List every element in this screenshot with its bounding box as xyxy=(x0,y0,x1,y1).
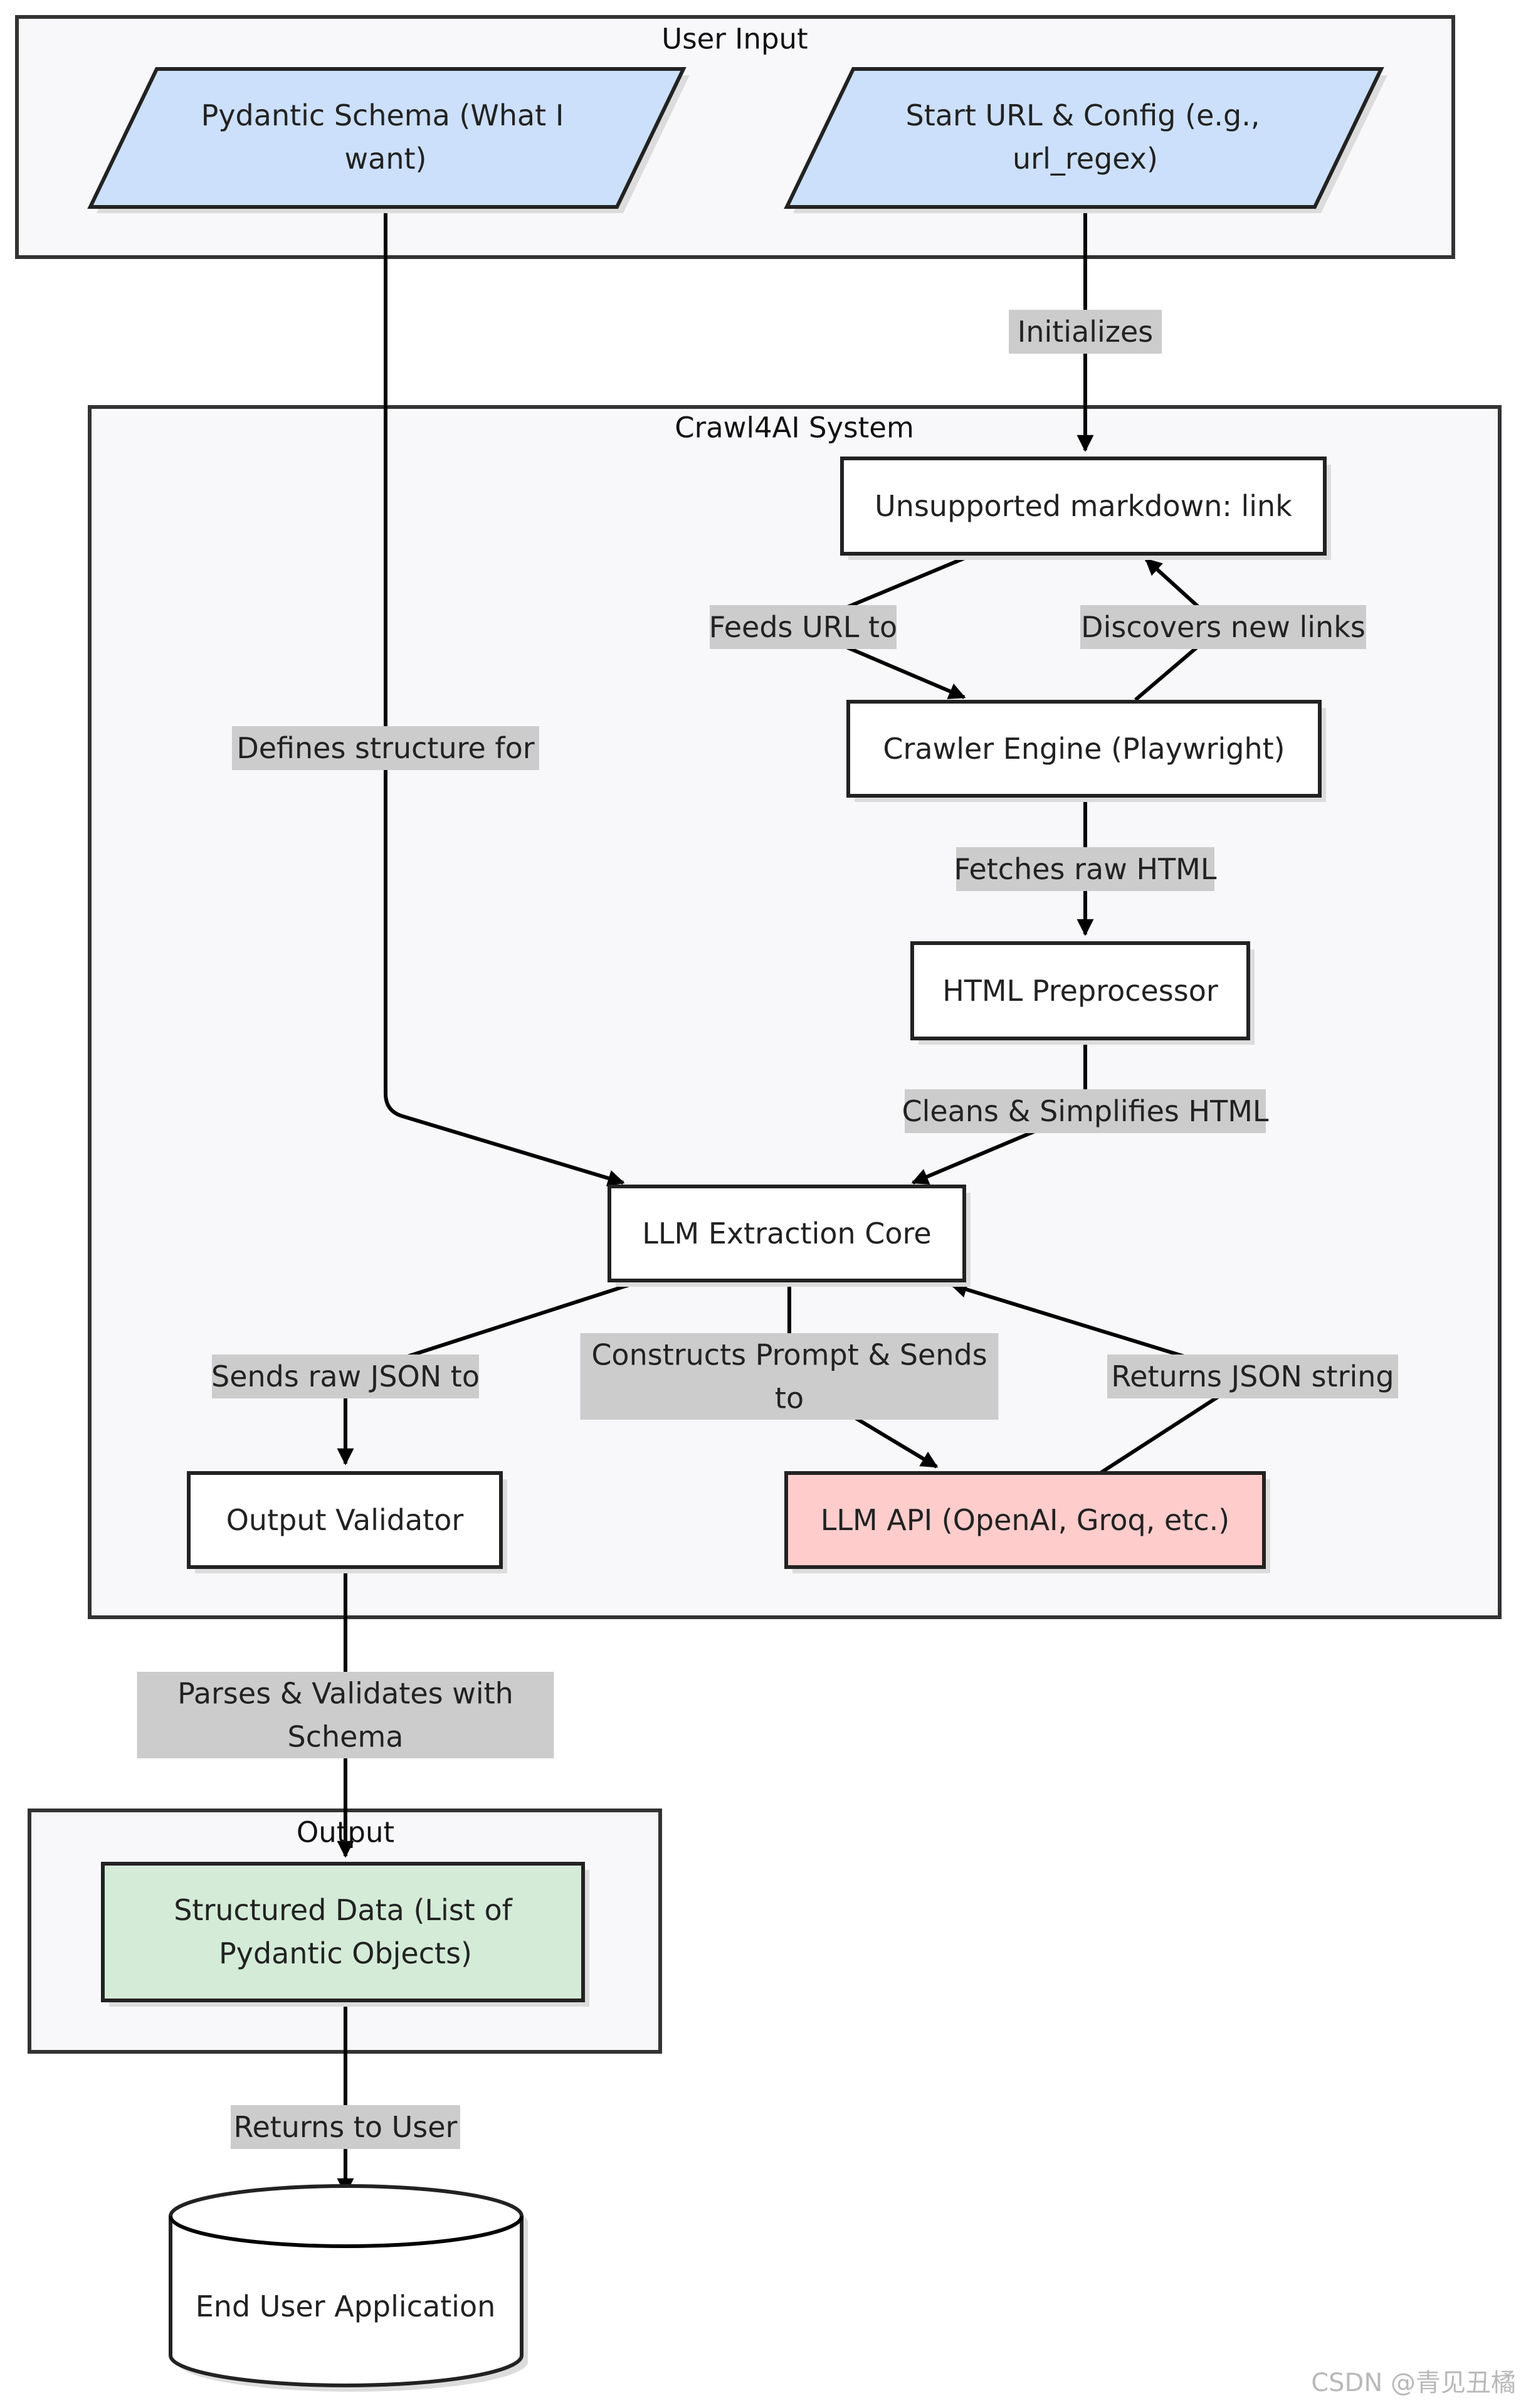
edge-label-text: Defines structure for xyxy=(236,731,534,765)
edge-label-feeds-url: Feeds URL to xyxy=(709,605,897,649)
edge-label-text: Sends raw JSON to xyxy=(211,1360,480,1393)
edge-label-text: to xyxy=(775,1381,804,1415)
node-markdown-link-label: Unsupported markdown: link xyxy=(875,489,1292,523)
node-start-url-line1: Start URL & Config (e.g., xyxy=(906,98,1260,132)
edge-label-background xyxy=(1107,1354,1398,1398)
node-markdown-link: Unsupported markdown: link xyxy=(840,457,1331,560)
node-llm-extraction-core-label: LLM Extraction Core xyxy=(642,1217,931,1250)
node-start-url: Start URL & Config (e.g., url_regex) xyxy=(784,67,1387,213)
node-html-preprocessor-label: HTML Preprocessor xyxy=(942,974,1218,1008)
cluster-crawl4ai-system: Crawl4AI System xyxy=(88,405,1502,1619)
node-structured-data: Structured Data (List of Pydantic Object… xyxy=(101,1862,589,2007)
edge-label-background xyxy=(1080,605,1366,649)
node-start-url-line2: url_regex) xyxy=(1013,142,1158,176)
node-html-preprocessor: HTML Preprocessor xyxy=(910,941,1255,1045)
edge-label-background xyxy=(956,847,1214,891)
edge-label-returns-json: Returns JSON string xyxy=(1107,1354,1398,1398)
edge-label-defines-structure: Defines structure for xyxy=(232,726,539,770)
edge-label-constructs-prompt: Constructs Prompt & Sends to xyxy=(580,1333,999,1420)
edge-label-cleans-html: Cleans & Simplifies HTML xyxy=(902,1089,1269,1133)
edge-label-text: Discovers new links xyxy=(1081,610,1366,644)
edge-label-text: Returns JSON string xyxy=(1111,1360,1394,1393)
edge-label-background xyxy=(905,1089,1266,1133)
edge-label-text: Cleans & Simplifies HTML xyxy=(902,1094,1268,1128)
edge-label-text: Initializes xyxy=(1018,315,1153,349)
node-layer: Pydantic Schema (What I want) Start URL … xyxy=(87,67,1387,2392)
node-pydantic-schema-line1: Pydantic Schema (What I xyxy=(201,98,564,132)
node-structured-data-line1: Structured Data (List of xyxy=(174,1893,513,1927)
edge-label-background xyxy=(137,1672,554,1758)
node-crawler-engine: Crawler Engine (Playwright) xyxy=(846,700,1326,802)
edge-defines-structure xyxy=(384,207,625,1186)
node-llm-api: LLM API (OpenAI, Groq, etc.) xyxy=(784,1471,1270,1573)
edge-label-layer: Initializes Feeds URL to Discovers new l… xyxy=(137,310,1398,2149)
edge-label-background xyxy=(580,1333,999,1420)
node-end-user-application: End User Application xyxy=(169,2184,528,2392)
node-end-user-application-label: End User Application xyxy=(196,2289,496,2323)
edge-label-discovers-links: Discovers new links xyxy=(1080,605,1366,649)
csdn-watermark: CSDN @青见丑橘 xyxy=(1311,2368,1516,2397)
edge-label-text: Returns to User xyxy=(234,2110,458,2144)
edge-label-text: Constructs Prompt & Sends xyxy=(591,1338,987,1372)
node-output-validator-label: Output Validator xyxy=(226,1503,464,1537)
edge-label-background xyxy=(232,726,539,770)
cluster-title-user-input: User Input xyxy=(661,23,808,56)
node-llm-extraction-core: LLM Extraction Core xyxy=(608,1185,971,1287)
cluster-title-output: Output xyxy=(297,1816,394,1849)
node-crawler-engine-label: Crawler Engine (Playwright) xyxy=(883,732,1285,766)
edge-label-background xyxy=(231,2105,460,2149)
edge-label-fetches-html: Fetches raw HTML xyxy=(954,847,1217,891)
edge-label-sends-raw-json: Sends raw JSON to xyxy=(211,1354,480,1398)
edge-label-background xyxy=(710,605,897,649)
edge-label-text: Fetches raw HTML xyxy=(954,852,1217,886)
edge-label-background xyxy=(212,1354,479,1398)
edge-label-returns-to-user: Returns to User xyxy=(231,2105,460,2149)
node-output-validator: Output Validator xyxy=(187,1471,507,1573)
edge-label-initializes: Initializes xyxy=(1009,310,1162,354)
edge-label-text: Feeds URL to xyxy=(709,610,897,644)
edge-label-text: Schema xyxy=(288,1720,404,1754)
node-pydantic-schema-line2: want) xyxy=(345,142,427,176)
edge-label-background xyxy=(1009,310,1162,354)
edge-label-text: Parses & Validates with xyxy=(177,1677,513,1711)
cluster-title-system: Crawl4AI System xyxy=(675,411,914,445)
node-pydantic-schema: Pydantic Schema (What I want) xyxy=(87,67,690,213)
node-llm-api-label: LLM API (OpenAI, Groq, etc.) xyxy=(821,1503,1229,1537)
node-structured-data-line2: Pydantic Objects) xyxy=(219,1936,472,1970)
